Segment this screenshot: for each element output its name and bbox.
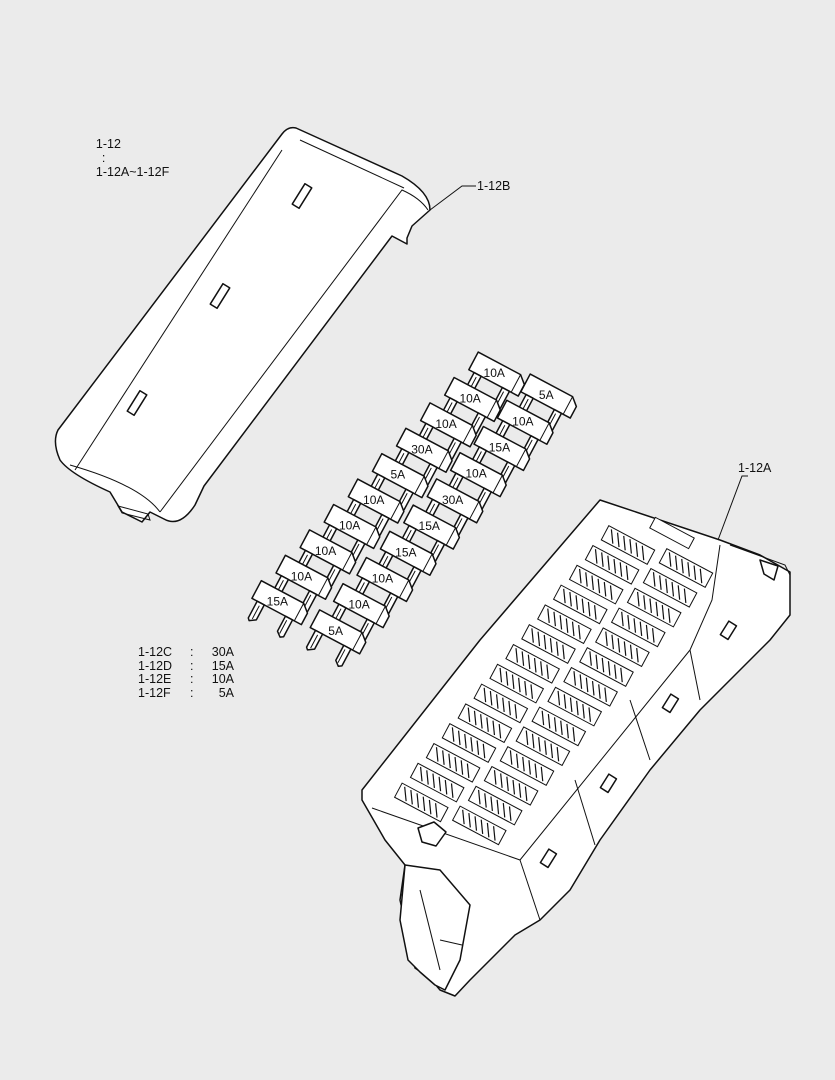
fuse-slot (441, 723, 497, 763)
fuse-rating-label: 5A (390, 468, 405, 482)
fuse-slot (515, 726, 571, 767)
fuse-rating-label: 30A (411, 442, 432, 456)
fuse-slot (563, 666, 618, 707)
fuse-slot (473, 683, 529, 724)
fuse-slot (425, 742, 481, 783)
fuse-rating-label: 5A (328, 624, 343, 638)
fuse-slot (531, 706, 587, 747)
legend-value: 30A (211, 645, 234, 659)
fuse-rating-label: 15A (267, 595, 288, 609)
fuse-box-body (361, 499, 791, 997)
fuse-rating-label: 15A (395, 545, 416, 559)
fuse-rating-label: 10A (339, 518, 360, 532)
fuse-box-cover (54, 126, 431, 523)
fuse-slot (499, 746, 555, 786)
blade-fuse: 15A (247, 579, 309, 638)
legend-row: 1-12E: 10A (138, 672, 234, 687)
fuse-slot (457, 703, 513, 744)
fuse-slot (658, 548, 714, 588)
diagram-header: 1-12 : 1-12A~1-12F (82, 123, 169, 193)
fuse-rating-label: 10A (484, 366, 505, 380)
fuse-rating-label: 5A (539, 388, 554, 402)
fuse-slot (568, 564, 624, 605)
box-callout-label: 1-12A (738, 461, 772, 475)
legend-separator: : (190, 645, 194, 659)
fuse-slot (610, 607, 666, 648)
legend-separator: : (190, 685, 194, 700)
fuse-rating-label: 30A (442, 493, 463, 507)
legend-value: 15A (211, 658, 234, 673)
fuse-slot (595, 627, 650, 668)
legend-value: 10A (211, 672, 234, 686)
legend-code: 1-12E (138, 672, 172, 686)
cover-callout-leader (429, 185, 476, 211)
blade-fuse: 10A (493, 399, 554, 458)
fuse-rating-label: 10A (315, 544, 336, 558)
fuse-slot (579, 647, 634, 687)
fuse-rating-label: 15A (419, 519, 440, 533)
fuse-rating-label: 10A (363, 493, 384, 507)
fuse-slot (467, 785, 523, 826)
fuse-slot (552, 584, 608, 625)
fuse-slot (489, 663, 545, 704)
fuse-slot (584, 544, 640, 585)
fuse-rating-label: 10A (512, 414, 533, 428)
fuse-slot (626, 587, 682, 628)
header-separator: : (101, 151, 106, 165)
fuse-box-slots (393, 516, 714, 846)
fuse-slot (521, 624, 576, 664)
fuse-slot (537, 604, 592, 645)
fuse-slot (451, 805, 507, 846)
header-range: 1-12A~1-12F (95, 165, 170, 179)
fuse-slot (483, 765, 539, 806)
fuse-rating-label: 10A (459, 391, 480, 405)
fuse-slot (409, 762, 465, 803)
fuse-slot (393, 782, 449, 823)
fuse-rating-label: 10A (348, 598, 369, 612)
legend-code: 1-12D (138, 658, 173, 673)
legend-code: 1-12C (138, 645, 173, 659)
legend-separator: : (190, 672, 194, 686)
cover-callout-label: 1-12B (477, 179, 511, 193)
fuse-slot (547, 686, 603, 727)
box-callout-leader (717, 475, 748, 541)
fuse-rating-label: 15A (489, 440, 510, 454)
fuse-slot (600, 525, 656, 565)
blade-fuse: 15A (469, 425, 531, 484)
fuse-slot (642, 567, 698, 608)
fuse-rating-legend: 1-12C: 30A 1-12D: 15A 1-12E: 10A 1-12F: 5A (138, 645, 234, 701)
fuse-rating-label: 10A (372, 571, 393, 585)
fuse-slot (505, 643, 560, 684)
legend-row: 1-12F: 5A (138, 685, 234, 701)
fuse-rating-label: 10A (291, 569, 312, 583)
legend-code: 1-12F (138, 685, 171, 700)
fuse-rating-label: 10A (435, 417, 456, 431)
blade-fuse: 5A (305, 609, 367, 668)
fuse-rating-label: 10A (465, 467, 486, 481)
legend-row: 1-12D: 15A (138, 658, 234, 674)
legend-row: 1-12C: 30A (138, 645, 234, 660)
legend-value: 5A (218, 685, 234, 700)
header-code: 1-12 (95, 137, 121, 151)
legend-separator: : (190, 658, 194, 673)
